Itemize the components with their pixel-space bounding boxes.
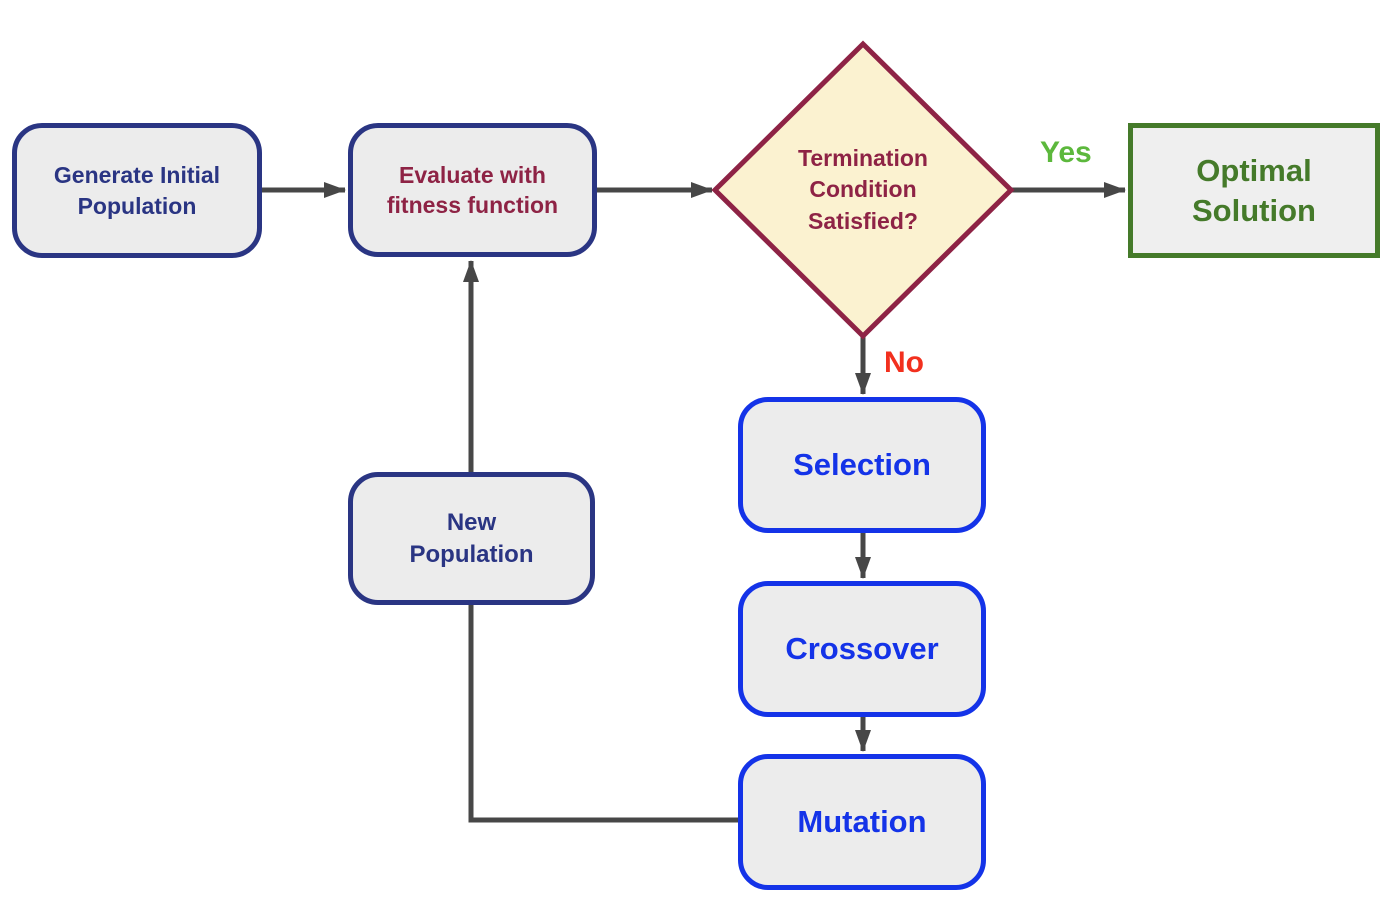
node-optimal-solution: Optimal Solution xyxy=(1128,123,1380,258)
node-termination-condition-label: Termination Condition Satisfied? xyxy=(798,145,928,234)
node-optimal-solution-label: Optimal Solution xyxy=(1192,152,1316,228)
node-crossover: Crossover xyxy=(738,581,986,717)
node-termination-condition: Termination Condition Satisfied? xyxy=(757,128,969,252)
node-new-population: New Population xyxy=(348,472,595,605)
node-evaluate-fitness: Evaluate with fitness function xyxy=(348,123,597,257)
node-selection-label: Selection xyxy=(793,446,931,482)
node-evaluate-fitness-label: Evaluate with fitness function xyxy=(386,161,559,218)
node-new-population-label: New Population xyxy=(409,508,534,568)
node-crossover-label: Crossover xyxy=(785,630,939,666)
node-mutation-label: Mutation xyxy=(797,803,927,839)
decision-diamond-shape xyxy=(711,40,1015,340)
node-mutation: Mutation xyxy=(738,754,986,890)
node-selection: Selection xyxy=(738,397,986,533)
edge-label-no: No xyxy=(884,346,924,379)
node-generate-initial-population-label: Generate Initial Population xyxy=(53,162,221,219)
node-generate-initial-population: Generate Initial Population xyxy=(12,123,262,258)
arrow-mutation-to-evaluate-via-newpop xyxy=(463,260,738,823)
edge-label-yes: Yes xyxy=(1040,136,1092,169)
